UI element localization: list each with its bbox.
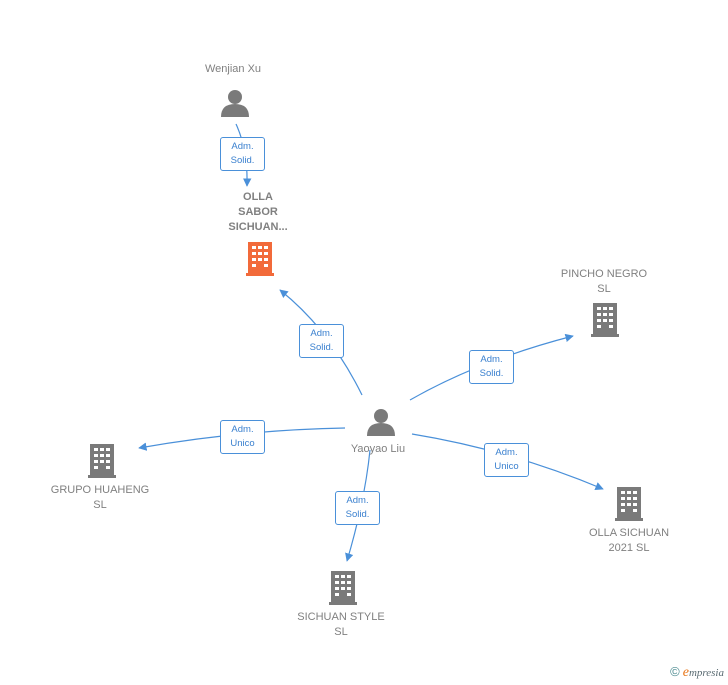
- node-label-line: OLLA: [243, 191, 273, 203]
- brand-logo-initial: e: [682, 665, 689, 680]
- edge-role: Unico: [494, 461, 519, 472]
- node-label-line: HUAHENG SL: [93, 484, 150, 511]
- edge-role: Unico: [230, 438, 255, 449]
- node-label-wenjian-xu[interactable]: Wenjian Xu: [185, 62, 281, 77]
- edge-label-yaoyao-style[interactable]: Adm. Solid.: [335, 491, 380, 525]
- empresia-credit[interactable]: ©empresia: [670, 664, 724, 681]
- edge-role: Solid.: [309, 342, 334, 353]
- node-label-line: SICHUAN: [297, 611, 347, 623]
- node-label-line: SABOR: [238, 206, 278, 218]
- edge-role: Solid.: [479, 368, 504, 379]
- edge-label-wenjian-olla[interactable]: Adm. Solid.: [220, 137, 265, 171]
- node-label-grupo-huaheng[interactable]: GRUPO HUAHENG SL: [50, 483, 150, 513]
- edge-role: Adm.: [346, 495, 369, 506]
- node-label-line: SICHUAN: [619, 527, 670, 539]
- node-label-pincho-negro[interactable]: PINCHO NEGRO SL: [554, 267, 654, 297]
- brand-logo-text: mpresia: [688, 667, 724, 679]
- edge-role: Adm.: [310, 328, 333, 339]
- node-label-sichuan-style[interactable]: SICHUAN STYLE SL: [291, 610, 391, 640]
- node-label-line: Wenjian Xu: [204, 63, 262, 75]
- building-icon[interactable]: [88, 444, 116, 478]
- node-label-line: SICHUAN...: [228, 221, 288, 233]
- node-label-line: NEGRO SL: [597, 268, 648, 295]
- node-label-yaoyao-liu[interactable]: Yaoyao Liu: [330, 442, 426, 457]
- copyright-icon: ©: [670, 664, 680, 679]
- node-label-line: 2021 SL: [608, 542, 650, 554]
- building-icon[interactable]: [329, 571, 357, 605]
- edge-label-yaoyao-grupo[interactable]: Adm. Unico: [220, 420, 265, 454]
- node-label-olla-sabor-sichuan[interactable]: OLLA SABOR SICHUAN...: [208, 190, 308, 235]
- node-label-olla-sichuan-2021[interactable]: OLLA SICHUAN 2021 SL: [579, 526, 679, 556]
- node-label-line: PINCHO: [560, 268, 604, 280]
- building-icon[interactable]: [591, 303, 619, 337]
- node-label-line: GRUPO: [50, 484, 92, 496]
- node-label-line: OLLA: [588, 527, 617, 539]
- edge-role: Adm.: [231, 141, 254, 152]
- edge-role: Adm.: [231, 424, 254, 435]
- node-label-line: STYLE SL: [334, 611, 385, 638]
- person-icon[interactable]: [221, 90, 249, 117]
- node-label-line: Yaoyao Liu: [350, 443, 406, 455]
- edge-role: Solid.: [230, 155, 255, 166]
- edge-role: Adm.: [480, 354, 503, 365]
- person-icon[interactable]: [367, 409, 395, 436]
- building-icon[interactable]: [615, 487, 643, 521]
- edge-label-yaoyao-olla2021[interactable]: Adm. Unico: [484, 443, 529, 477]
- edge-role: Adm.: [495, 447, 518, 458]
- building-icon[interactable]: [246, 242, 274, 276]
- edge-role: Solid.: [345, 509, 370, 520]
- edge-label-yaoyao-olla[interactable]: Adm. Solid.: [299, 324, 344, 358]
- edge-label-yaoyao-pincho[interactable]: Adm. Solid.: [469, 350, 514, 384]
